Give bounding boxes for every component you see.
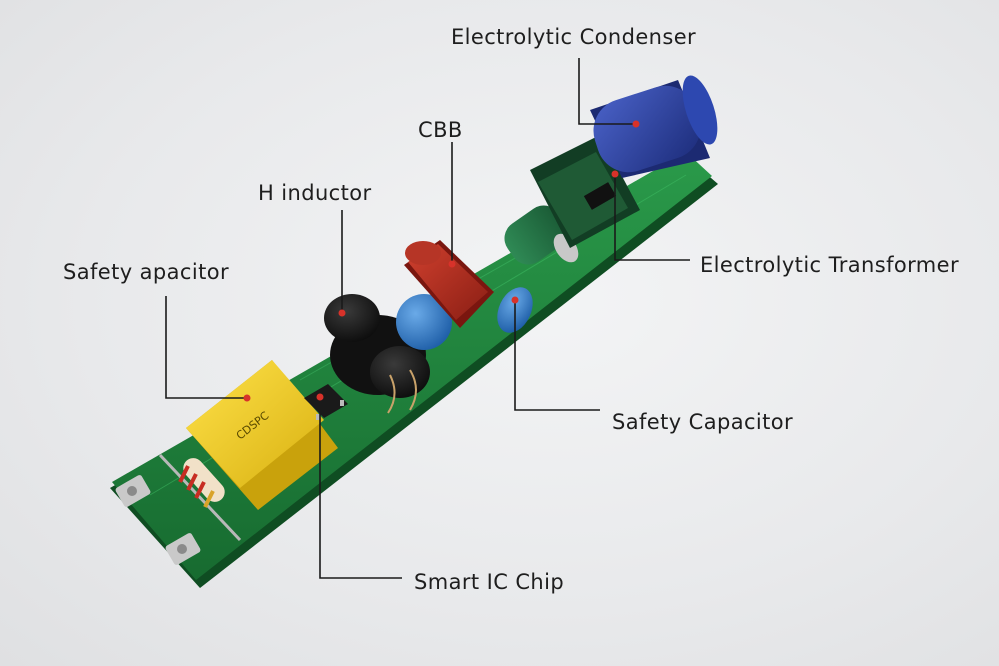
label-electrolytic-transformer: Electrolytic Transformer xyxy=(700,253,959,277)
electrolytic-condenser xyxy=(590,75,718,178)
ceramic-disc-capacitor xyxy=(396,294,452,350)
marker-cbb xyxy=(448,260,456,268)
cbb-capacitor xyxy=(404,240,494,328)
marker-safety-capacitor xyxy=(511,296,519,304)
label-safety-apacitor: Safety apacitor xyxy=(63,260,230,284)
marker-transformer xyxy=(611,170,619,178)
marker-condenser xyxy=(632,120,640,128)
label-cbb: CBB xyxy=(418,118,463,142)
marker-safety-apacitor xyxy=(243,394,251,402)
small-electrolytic-capacitor xyxy=(504,205,579,265)
marker-dots xyxy=(243,120,640,402)
leader-lines xyxy=(165,58,690,579)
leader-transformer xyxy=(614,174,690,261)
safety-x2-capacitor: CDSPC xyxy=(186,360,338,510)
smart-ic-chip xyxy=(304,384,348,420)
resistor xyxy=(158,453,242,542)
leader-safety-apacitor xyxy=(165,296,247,399)
label-smart-ic-chip: Smart IC Chip xyxy=(414,570,565,594)
label-electrolytic-condenser: Electrolytic Condenser xyxy=(451,25,697,49)
marker-ic-chip xyxy=(316,393,324,401)
leader-condenser xyxy=(578,58,636,125)
leader-safety-capacitor xyxy=(514,300,600,411)
marker-h-inductor xyxy=(338,309,346,317)
solder-pads xyxy=(115,475,201,565)
label-safety-capacitor: Safety Capacitor xyxy=(612,410,794,434)
label-h-inductor: H inductor xyxy=(258,181,372,205)
leader-ic-chip xyxy=(319,397,402,579)
